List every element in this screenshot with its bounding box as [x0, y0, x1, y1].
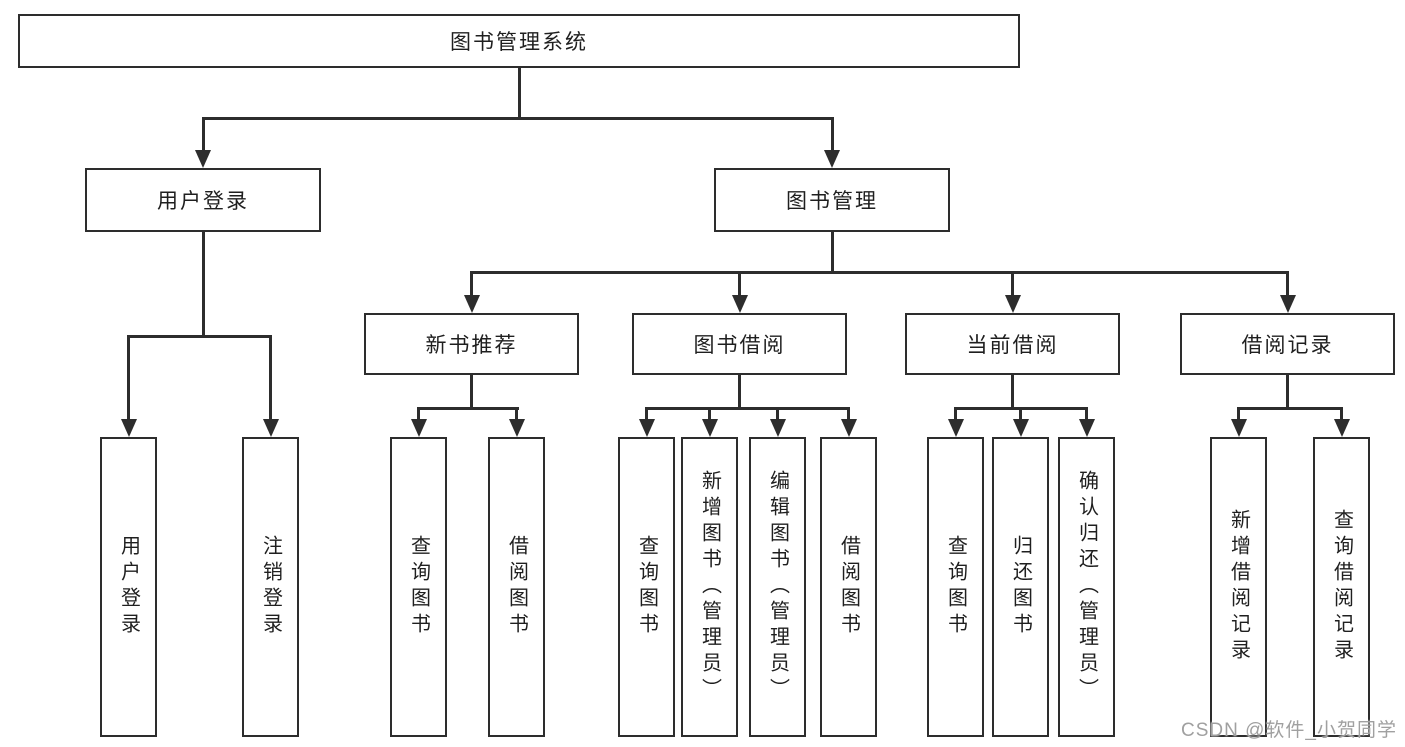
arrow-down-icon: [1279, 295, 1296, 313]
arrow-down-icon: [1004, 295, 1021, 313]
node-leaf-logout: 注销登录: [242, 437, 299, 737]
connector-root-right-drop: [830, 118, 834, 151]
arrow-down-icon: [120, 419, 137, 437]
node-leaf-user-login: 用户登录: [100, 437, 157, 737]
connector-current-drop-1: [954, 408, 957, 421]
node-leaf-query-book-2: 查询图书: [618, 437, 675, 737]
connector-recommend-branch: [417, 406, 519, 410]
connector-login-branch: [127, 334, 272, 338]
node-borrow-records: 借阅记录: [1180, 313, 1395, 375]
connector-borrow-drop-4: [847, 408, 850, 421]
node-book-borrow: 图书借阅: [632, 313, 847, 375]
node-leaf-add-book-admin: 新增图书（管理员）: [681, 437, 738, 737]
connector-mgmt-stem: [830, 232, 834, 274]
node-leaf-query-book-1: 查询图书: [390, 437, 447, 737]
arrow-down-icon: [463, 295, 480, 313]
arrow-down-icon: [1230, 419, 1247, 437]
arrow-down-icon: [840, 419, 857, 437]
node-new-book-recommend: 新书推荐: [364, 313, 579, 375]
connector-borrow-branch: [645, 406, 850, 410]
connector-current-stem: [1011, 375, 1014, 410]
node-book-management: 图书管理: [714, 168, 950, 232]
connector-records-stem: [1286, 375, 1289, 410]
node-library-management-system: 图书管理系统: [18, 14, 1020, 68]
connector-borrow-stem: [738, 375, 741, 410]
connector-mgmt-drop-2: [738, 272, 741, 297]
connector-recommend-drop-2: [515, 408, 518, 421]
connector-login-stem: [201, 232, 205, 338]
arrow-down-icon: [410, 419, 427, 437]
arrow-down-icon: [769, 419, 786, 437]
node-current-borrow: 当前借阅: [905, 313, 1120, 375]
connector-root-left-drop: [201, 118, 205, 151]
connector-login-drop-2: [269, 336, 272, 420]
node-leaf-add-borrow-record: 新增借阅记录: [1210, 437, 1267, 737]
arrow-down-icon: [1078, 419, 1095, 437]
connector-current-drop-3: [1085, 408, 1088, 421]
connector-records-branch: [1237, 406, 1343, 410]
arrow-down-icon: [508, 419, 525, 437]
node-leaf-return-book: 归还图书: [992, 437, 1049, 737]
arrow-down-icon: [262, 419, 279, 437]
connector-recommend-drop-1: [417, 408, 420, 421]
connector-current-drop-2: [1019, 408, 1022, 421]
node-leaf-edit-book-admin: 编辑图书（管理员）: [749, 437, 806, 737]
connector-mgmt-drop-1: [470, 272, 473, 297]
node-leaf-query-book-3: 查询图书: [927, 437, 984, 737]
connector-mgmt-drop-3: [1011, 272, 1014, 297]
connector-recommend-stem: [470, 375, 473, 410]
arrow-down-icon: [195, 150, 211, 168]
node-leaf-borrow-book-2: 借阅图书: [820, 437, 877, 737]
connector-records-drop-2: [1340, 408, 1343, 421]
node-leaf-query-borrow-record: 查询借阅记录: [1313, 437, 1370, 737]
arrow-down-icon: [1012, 419, 1029, 437]
arrow-down-icon: [1333, 419, 1350, 437]
connector-root-stem: [517, 68, 521, 119]
connector-records-drop-1: [1237, 408, 1240, 421]
connector-mgmt-drop-4: [1286, 272, 1289, 297]
arrow-down-icon: [947, 419, 964, 437]
connector-borrow-drop-1: [645, 408, 648, 421]
connector-borrow-drop-3: [776, 408, 779, 421]
connector-root-branch: [201, 116, 834, 120]
arrow-down-icon: [701, 419, 718, 437]
arrow-down-icon: [824, 150, 840, 168]
arrow-down-icon: [731, 295, 748, 313]
node-user-login: 用户登录: [85, 168, 321, 232]
node-leaf-borrow-book-1: 借阅图书: [488, 437, 545, 737]
arrow-down-icon: [638, 419, 655, 437]
node-leaf-confirm-return-admin: 确认归还（管理员）: [1058, 437, 1115, 737]
connector-borrow-drop-2: [708, 408, 711, 421]
connector-mgmt-branch: [470, 270, 1289, 274]
connector-login-drop-1: [127, 336, 130, 420]
csdn-watermark: CSDN @软件_小贺同学: [1181, 720, 1397, 741]
